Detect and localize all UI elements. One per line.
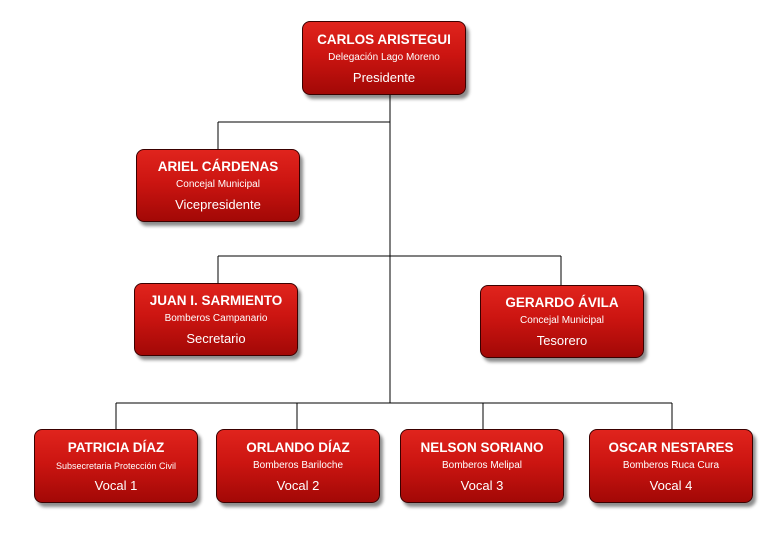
node-name: NELSON SORIANO <box>420 439 544 455</box>
node-secretary: JUAN I. SARMIENTO Bomberos Campanario Se… <box>134 283 298 356</box>
node-name: ARIEL CÁRDENAS <box>157 159 279 174</box>
node-role: Vocal 4 <box>649 477 693 493</box>
node-organization: Bomberos Melipal <box>441 459 523 471</box>
node-vocal-3: NELSON SORIANO Bomberos Melipal Vocal 3 <box>400 429 564 503</box>
node-president: CARLOS ARISTEGUI Delegación Lago Moreno … <box>302 21 466 95</box>
node-name: JUAN I. SARMIENTO <box>149 293 283 308</box>
node-role: Tesorero <box>536 333 588 348</box>
node-role: Presidente <box>352 69 416 85</box>
node-vice-president: ARIEL CÁRDENAS Concejal Municipal Vicepr… <box>136 149 300 222</box>
node-role: Vocal 2 <box>276 477 320 493</box>
node-organization: Subsecretaria Protección Civil <box>55 460 177 471</box>
node-role: Vocal 1 <box>94 477 138 493</box>
node-role: Vicepresidente <box>175 197 261 212</box>
node-organization: Delegación Lago Moreno <box>328 51 440 63</box>
node-name: PATRICIA DÍAZ <box>67 439 165 455</box>
node-name: CARLOS ARISTEGUI <box>317 31 451 47</box>
node-role: Secretario <box>186 331 246 346</box>
node-vocal-1: PATRICIA DÍAZ Subsecretaria Protección C… <box>34 429 198 503</box>
node-treasurer: GERARDO ÁVILA Concejal Municipal Tesorer… <box>480 285 644 358</box>
node-name: GERARDO ÁVILA <box>505 295 619 310</box>
node-name: ORLANDO DÍAZ <box>246 439 350 455</box>
node-organization: Concejal Municipal <box>520 315 604 326</box>
node-organization: Bomberos Ruca Cura <box>622 459 720 471</box>
node-organization: Concejal Municipal <box>176 179 260 190</box>
node-organization: Bomberos Campanario <box>164 313 268 324</box>
node-vocal-4: OSCAR NESTARES Bomberos Ruca Cura Vocal … <box>589 429 753 503</box>
node-role: Vocal 3 <box>460 477 504 493</box>
node-vocal-2: ORLANDO DÍAZ Bomberos Bariloche Vocal 2 <box>216 429 380 503</box>
node-name: OSCAR NESTARES <box>608 439 734 455</box>
node-organization: Bomberos Bariloche <box>252 459 344 471</box>
